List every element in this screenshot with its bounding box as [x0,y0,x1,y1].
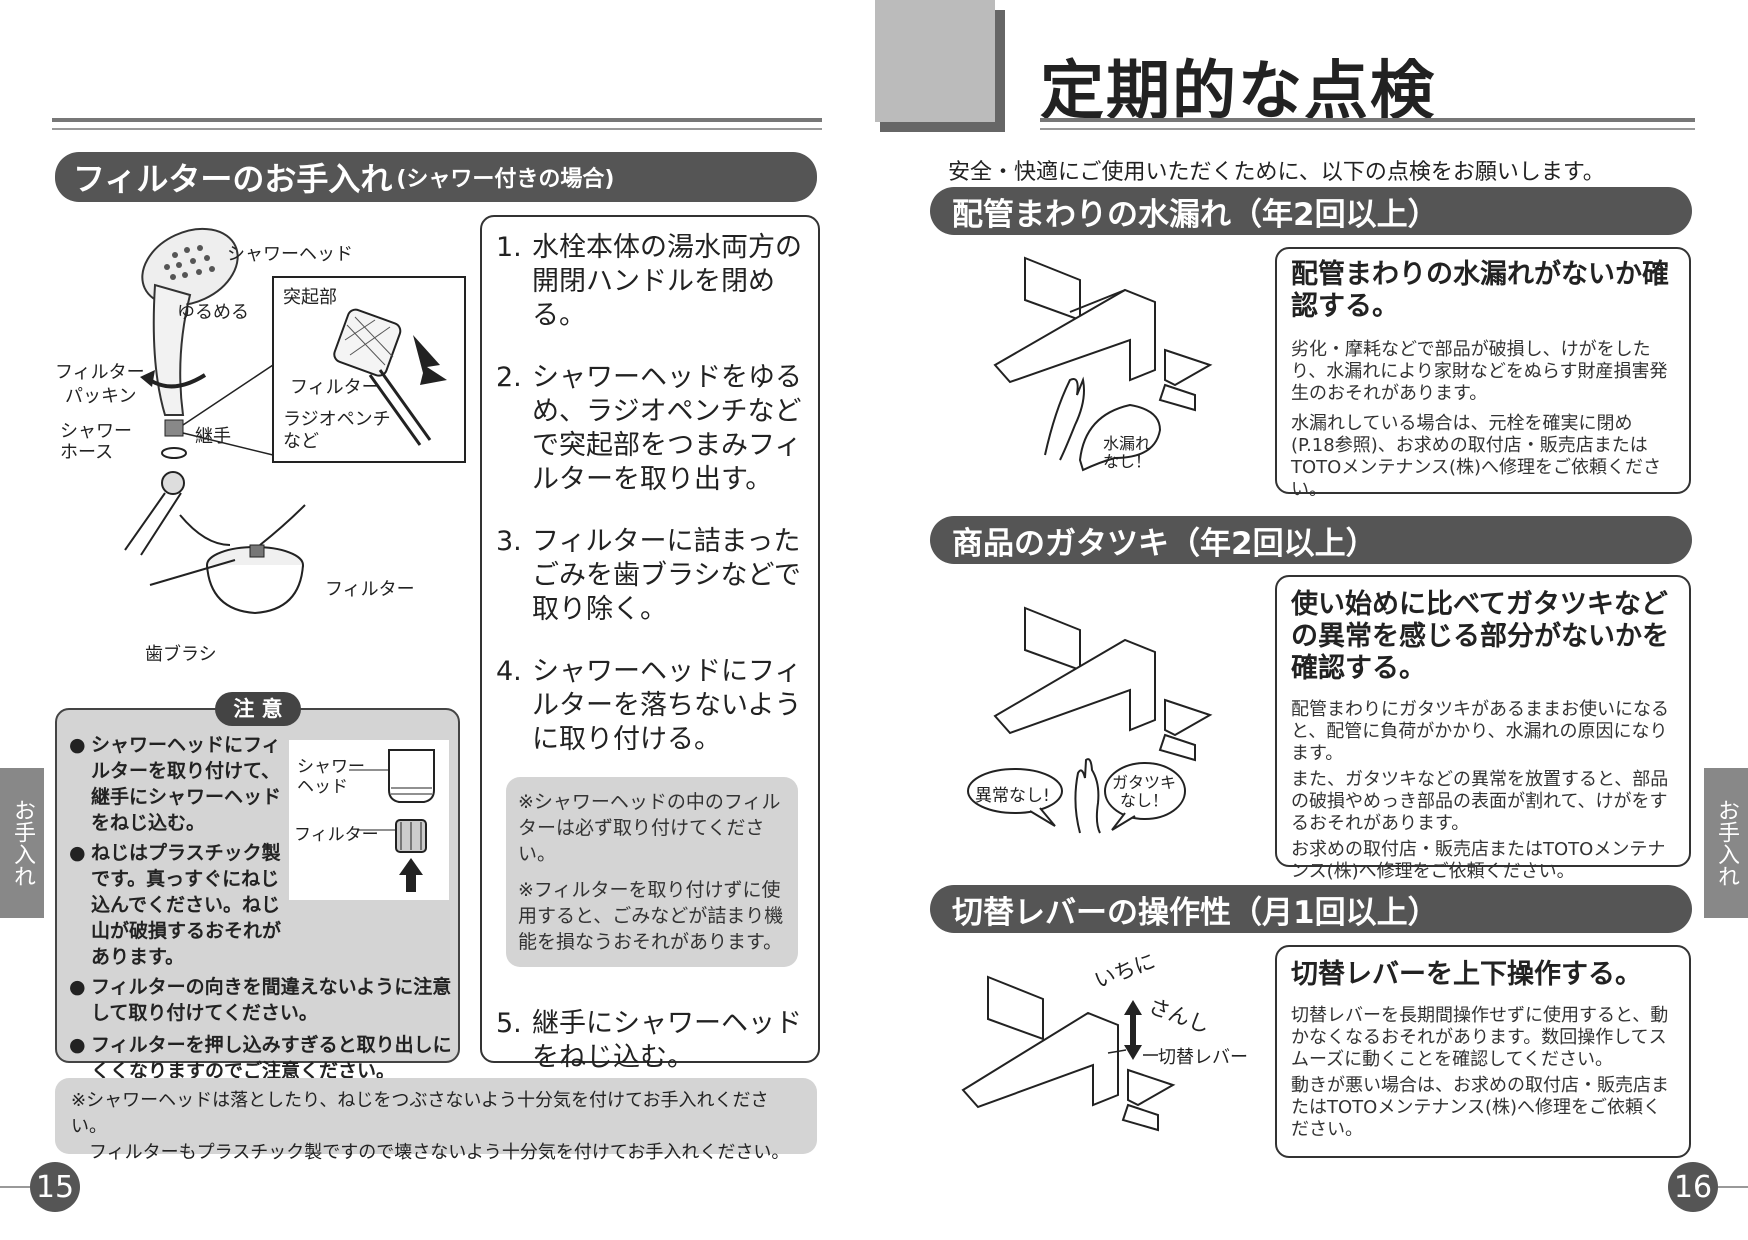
section-3-box: 切替レバーを上下操作する。 切替レバーを長期間操作せずに使用すると、動かなくなる… [1275,945,1691,1158]
section-2-bar: 商品のガタツキ（年2回以上） [930,516,1692,564]
shower-diagram-svg [124,227,466,615]
section-2-box: 使い始めに比べてガタツキなどの異常を感じる部分がないかを確認する。 配管まわりに… [1275,575,1691,882]
section-2-para-2: また、ガタツキなどの異常を放置すると、部品の破損やめっき部品の表面が割れて、けが… [1291,769,1669,834]
label-pliers-2: など [283,431,319,452]
left-page-number: 15 [30,1162,80,1212]
label-loosen: ゆるめる [177,302,249,323]
label-shower-hose-1: シャワー [60,421,132,442]
caution-item-1: ●シャワーヘッドにフィルターを取り付けて、継手にシャワーヘッドをねじ込む。 [69,734,282,834]
label-filter-wash: フィルター [325,579,415,600]
step-notes: ※シャワーヘッドの中のフィルターは必ず取り付けてください。 ※フィルターを取り付… [506,777,798,967]
faucet-svg-3 [961,975,1176,1132]
bubble-2-left: 異常なし! [975,786,1050,806]
section-1-para-1: 劣化・摩耗などで部品が破損し、けがをしたり、水漏れにより家財などをぬらす財産損害… [1291,339,1668,404]
inset-shower-1: シャワー [297,757,365,777]
faucet-illustration-2: 異常なし! ガタツキなし！ [960,598,1255,838]
bottom-note: ※シャワーヘッドは落としたり、ねじをつぶさないよう十分気を付けてお手入れください… [55,1078,817,1163]
page-title: 定期的な点検 [1040,55,1436,129]
step-3: 3.フィルターに詰まったごみを歯ブラシなどで取り除く。 [496,526,801,625]
left-section-title-sub: (シャワー付きの場合) [396,167,615,192]
label-filter-inset: フィルター [290,377,380,398]
intro-text: 安全・快適にご使用いただくために、以下の点検をお願いします。 [948,160,1605,185]
label-joint: 継手 [195,426,231,447]
caution-inset: シャワー ヘッド フィルター [289,740,449,900]
label-lever: 切替レバー [1158,1047,1248,1068]
bottom-note-2: フィルターもプラスチック製ですので壊さないよう十分気を付けてお手入れください。 [89,1142,790,1163]
step-2: 2.シャワーヘッドをゆるめ、ラジオペンチなどで突起部をつまみフィルターを取り出す… [496,362,802,495]
section-3-heading: 切替レバーを上下操作する。 [1291,959,1642,990]
label-shower-hose-2: ホース [60,442,114,463]
inset-shower-2: ヘッド [297,777,348,797]
bubble-2-right: ガタツキなし！ [1112,773,1177,810]
steps-box: 1.水栓本体の湯水両方の開閉ハンドルを閉める。 2.シャワーヘッドをゆるめ、ラジ… [480,215,820,1073]
right-side-tab[interactable]: お手入れ [1704,768,1748,918]
label-shower-head: シャワーヘッド [227,244,353,265]
label-pliers-1: ラジオペンチ [283,409,391,430]
step-note-2: ※フィルターを取り付けずに使用すると、ごみなどが詰まり機能を損なうおそれがありま… [518,879,784,953]
section-1-para-2: 水漏れしている場合は、元栓を確実に閉め(P.18参照)、お求めの取付店・販売店ま… [1291,413,1662,500]
section-3-title: 切替レバーの操作性（月1回以上） [952,894,1439,931]
step-1: 1.水栓本体の湯水両方の開閉ハンドルを閉める。 [496,232,802,331]
title-gray-block [875,0,995,122]
section-2-para-3: お求めの取付店・販売店またはTOTOメンテナンス(株)へ修理をご依頼ください。 [1291,839,1666,882]
section-2-heading: 使い始めに比べてガタツキなどの異常を感じる部分がないかを確認する。 [1291,589,1669,684]
label-toothbrush: 歯ブラシ [145,644,217,665]
caution-box: 注 意 ●シャワーヘッドにフィルターを取り付けて、継手にシャワーヘッドをねじ込む… [55,692,460,1082]
left-side-tab[interactable]: お手入れ [0,768,44,918]
section-1-bar: 配管まわりの水漏れ（年2回以上） [930,187,1692,235]
step-note-1: ※シャワーヘッドの中のフィルターは必ず取り付けてください。 [518,791,781,865]
bubble-1: 水漏れなし！ [1103,434,1152,471]
bottom-note-1: ※シャワーヘッドは落としたり、ねじをつぶさないよう十分気を付けてお手入れください… [71,1090,769,1137]
label-protrusion: 突起部 [283,287,337,308]
section-3-para-1: 切替レバーを長期間操作せずに使用すると、動かなくなるおそれがあります。数回操作し… [1291,1005,1669,1070]
section-1-title: 配管まわりの水漏れ（年2回以上） [952,196,1439,233]
faucet-svg-2 [967,606,1213,834]
section-3-bar: 切替レバーの操作性（月1回以上） [930,885,1692,933]
section-3-para-2: 動きが悪い場合は、お求めの取付店・販売店またはTOTOメンテナンス(株)へ修理を… [1291,1075,1669,1140]
label-packing: パッキン [65,386,137,407]
section-1-heading: 配管まわりの水漏れがないか確認する。 [1291,259,1669,322]
faucet-illustration-1: 水漏れなし！ [985,250,1255,480]
caution-title: 注 意 [215,692,301,726]
caution-item-2: ●ねじはプラスチック製です。真っすぐにねじ込んでください。ねじ山が破損するおそれ… [69,842,282,968]
caution-item-4: ●フィルターを押し込みすぎると取り出しにくくなりますのでご注意ください。 [69,1034,452,1082]
inset-filter: フィルター [294,825,379,845]
left-section-title-bar: フィルターのお手入れ (シャワー付きの場合) [55,152,817,202]
right-page-number: 16 [1668,1162,1718,1212]
faucet-illustration-3: いちに さんし 切替レバー [958,949,1258,1140]
step-4: 4.シャワーヘッドにフィルターを落ちないように取り付ける。 [496,656,802,755]
caution-item-3: ●フィルターの向きを間違えないように注意して取り付けてください。 [69,976,452,1024]
section-1-box: 配管まわりの水漏れがないか確認する。 劣化・摩耗などで部品が破損し、けがをしたり… [1275,247,1691,500]
step-5: 5.継手にシャワーヘッドをねじ込む。 [496,1008,802,1073]
label-filter: フィルター [55,362,145,383]
shower-illustration: シャワーヘッド ゆるめる フィルター パッキン シャワー ホース 継手 突起部 … [55,215,475,695]
section-2-para-1: 配管まわりにガタツキがあるままお使いになると、配管に負荷がかかり、水漏れの原因に… [1291,699,1669,764]
faucet-svg-1 [993,256,1213,472]
caution-inset-svg [349,749,435,892]
left-section-title: フィルターのお手入れ [73,160,393,198]
section-2-title: 商品のガタツキ（年2回以上） [952,525,1377,562]
